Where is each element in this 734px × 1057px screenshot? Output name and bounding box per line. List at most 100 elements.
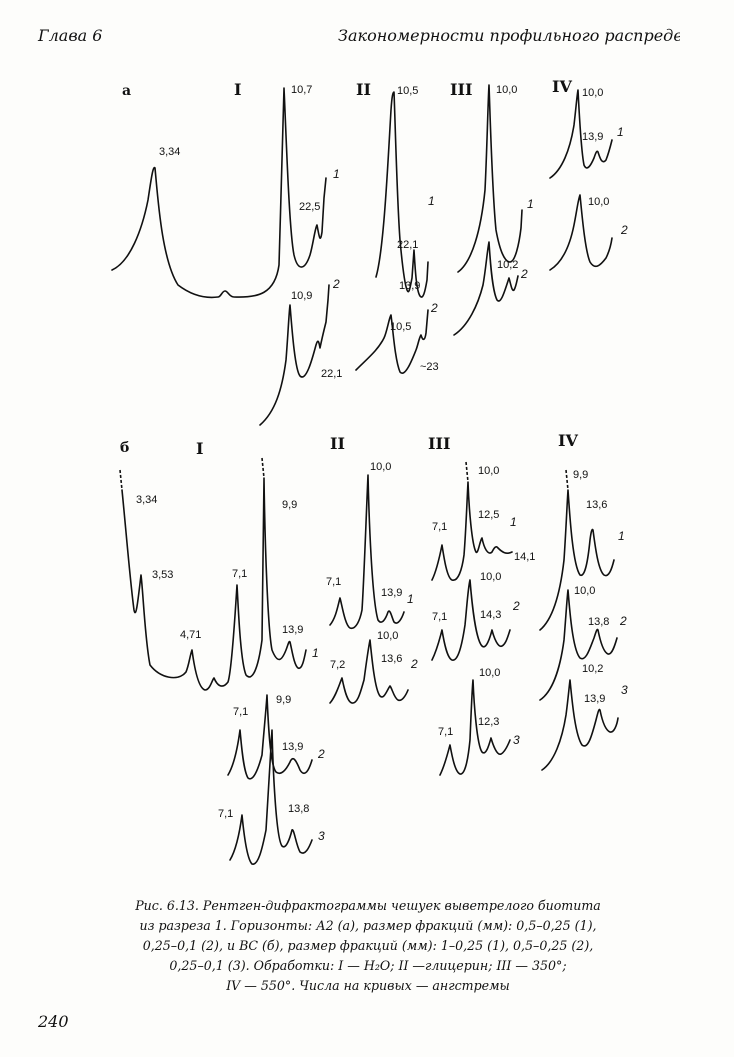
curve-a-II-1: [375, 91, 429, 298]
peak-label-b-II-13-6: 13,6: [381, 653, 402, 665]
peak-label-b-IV-13-9: 13,9: [584, 693, 605, 705]
curve-a-I-2: [259, 284, 330, 426]
peak-label-b-I-4-71: 4,71: [180, 629, 201, 641]
curve-a-III-2: [453, 241, 519, 336]
curve-number-b-II-2: 2: [410, 657, 418, 671]
curve-number-a-IV-2: 2: [620, 223, 628, 237]
curve-number-a-I-1: 1: [333, 167, 340, 181]
panel-a-column-2: II: [356, 80, 371, 99]
caption-line-1: Рис. 6.13. Рентген-дифрактограммы чешуек…: [135, 898, 601, 913]
dash-b-I-right: [261, 457, 265, 479]
panel-b-column-2: II: [330, 434, 345, 453]
peak-label-b-III-7-1-c: 7,1: [438, 726, 453, 738]
curve-number-b-IV-3: 3: [621, 683, 628, 697]
curve-number-b-III-1: 1: [510, 515, 517, 529]
panel-a-column-1: I: [234, 80, 241, 99]
curve-number-b-II-1: 1: [407, 592, 414, 606]
peak-label-b-I-3-34: 3,34: [136, 494, 157, 506]
peak-label-b-IV-13-6: 13,6: [586, 499, 607, 511]
peak-label-b-II-7-1: 7,1: [326, 576, 341, 588]
peak-label-b-III-12-5: 12,5: [478, 509, 499, 521]
curve-a-I-1: [111, 87, 327, 299]
dash-b-III-1: [465, 461, 469, 483]
peak-label-b-IV-10-2: 10,2: [582, 663, 603, 675]
dash-b-I-left: [119, 469, 123, 491]
peak-label-b-II-10-0: 10,0: [370, 461, 391, 473]
xrd-figure: а I II III IV 10,7 3,34 22,5 10,9 22,1 1…: [111, 77, 628, 865]
curve-number-b-III-3: 3: [513, 733, 520, 747]
curve-b-III-1: [431, 481, 513, 581]
peak-label-b-I-13-9: 13,9: [282, 624, 303, 636]
peak-label-a-II-22-1: 22,1: [397, 239, 418, 251]
peak-label-a-III-10-0: 10,0: [496, 84, 517, 96]
panel-a-label: а: [122, 83, 131, 99]
peak-label-b-I-13-9-b: 13,9: [282, 741, 303, 753]
panel-a: а I II III IV 10,7 3,34 22,5 10,9 22,1 1…: [111, 77, 628, 426]
caption-line-3: 0,25–0,1 (2), и ВС (б), размер фракций (…: [142, 938, 594, 953]
peak-label-b-III-7-1-b: 7,1: [432, 611, 447, 623]
caption-line-5: IV — 550°. Числа на кривых — ангстремы: [226, 978, 510, 993]
peak-label-a-I-22-1: 22,1: [321, 368, 342, 380]
peak-label-b-I-9-9: 9,9: [282, 499, 297, 511]
peak-label-b-I-9-9-b: 9,9: [276, 694, 291, 706]
peak-label-b-III-10-0: 10,0: [478, 465, 499, 477]
curve-number-b-I-2: 2: [317, 747, 325, 761]
curve-a-IV-1: [549, 89, 613, 179]
curve-b-III-2: [431, 579, 511, 661]
panel-a-column-3: III: [450, 80, 472, 99]
peak-label-b-IV-13-8: 13,8: [588, 616, 609, 628]
curve-number-a-I-2: 2: [332, 277, 340, 291]
peak-label-a-I-10-9: 10,9: [291, 290, 312, 302]
curve-number-a-III-1: 1: [527, 197, 534, 211]
curve-number-a-II-1: 1: [428, 194, 435, 208]
dash-b-IV-1: [565, 469, 569, 491]
curve-a-III-1: [457, 84, 523, 273]
peak-label-b-I-7-1-c: 7,1: [218, 808, 233, 820]
peak-label-b-II-13-9: 13,9: [381, 587, 402, 599]
peak-label-a-I-3-34: 3,34: [159, 146, 180, 158]
figure-caption: Рис. 6.13. Рентген-дифрактограммы чешуек…: [92, 896, 644, 996]
panel-b: б I II III IV 3,34 3,53 4,71 7,1: [119, 431, 628, 865]
panel-b-column-4: IV: [558, 431, 578, 450]
peak-label-a-IV-10-0: 10,0: [582, 87, 603, 99]
panel-a-column-4: IV: [552, 77, 572, 96]
peak-label-b-IV-10-0: 10,0: [574, 585, 595, 597]
curve-number-b-IV-1: 1: [618, 529, 625, 543]
running-header-chapter: Глава 6: [38, 26, 103, 45]
curve-b-IV-3: [541, 679, 619, 771]
peak-label-b-III-14-3: 14,3: [480, 609, 501, 621]
peak-label-a-II-13-9: 13,9: [399, 280, 420, 292]
peak-label-b-I-13-8: 13,8: [288, 803, 309, 815]
curve-a-II-2: [355, 309, 429, 374]
peak-label-b-I-3-53: 3,53: [152, 569, 173, 581]
curve-number-b-I-3: 3: [318, 829, 325, 843]
curve-number-a-II-2: 2: [430, 301, 438, 315]
peak-label-a-IV-13-9: 13,9: [582, 131, 603, 143]
running-header-title: Закономерности профильного распределени: [338, 26, 680, 45]
peak-label-b-III-7-1: 7,1: [432, 521, 447, 533]
peak-label-a-I-22-5: 22,5: [299, 201, 320, 213]
curve-b-I-2: [227, 694, 313, 780]
curve-b-II-1: [329, 474, 405, 630]
peak-label-a-II-23: ~23: [420, 361, 439, 373]
peak-label-b-III-12-3: 12,3: [478, 716, 499, 728]
curve-number-a-III-2: 2: [520, 267, 528, 281]
peak-label-b-IV-9-9: 9,9: [573, 469, 588, 481]
peak-label-b-I-7-1-b: 7,1: [233, 706, 248, 718]
curve-b-IV-2: [539, 589, 618, 701]
curve-b-III-3: [439, 679, 511, 776]
panel-b-label: б: [120, 440, 129, 456]
curve-a-IV-2: [549, 194, 613, 271]
peak-label-a-II-10-5-b: 10,5: [390, 321, 411, 333]
peak-label-b-III-14-1: 14,1: [514, 551, 535, 563]
curve-b-I-3: [229, 729, 313, 865]
curve-b-II-2: [329, 639, 409, 704]
panel-b-column-3: III: [428, 434, 450, 453]
curve-b-I-1: [121, 477, 307, 691]
peak-label-b-II-7-2: 7,2: [330, 659, 345, 671]
page-number: 240: [38, 1012, 69, 1031]
caption-line-4: 0,25–0,1 (3). Обработки: I — H₂O; II —гл…: [169, 958, 567, 973]
curve-number-b-IV-2: 2: [619, 614, 627, 628]
peak-label-b-I-7-1: 7,1: [232, 568, 247, 580]
curve-b-IV-1: [539, 489, 615, 631]
